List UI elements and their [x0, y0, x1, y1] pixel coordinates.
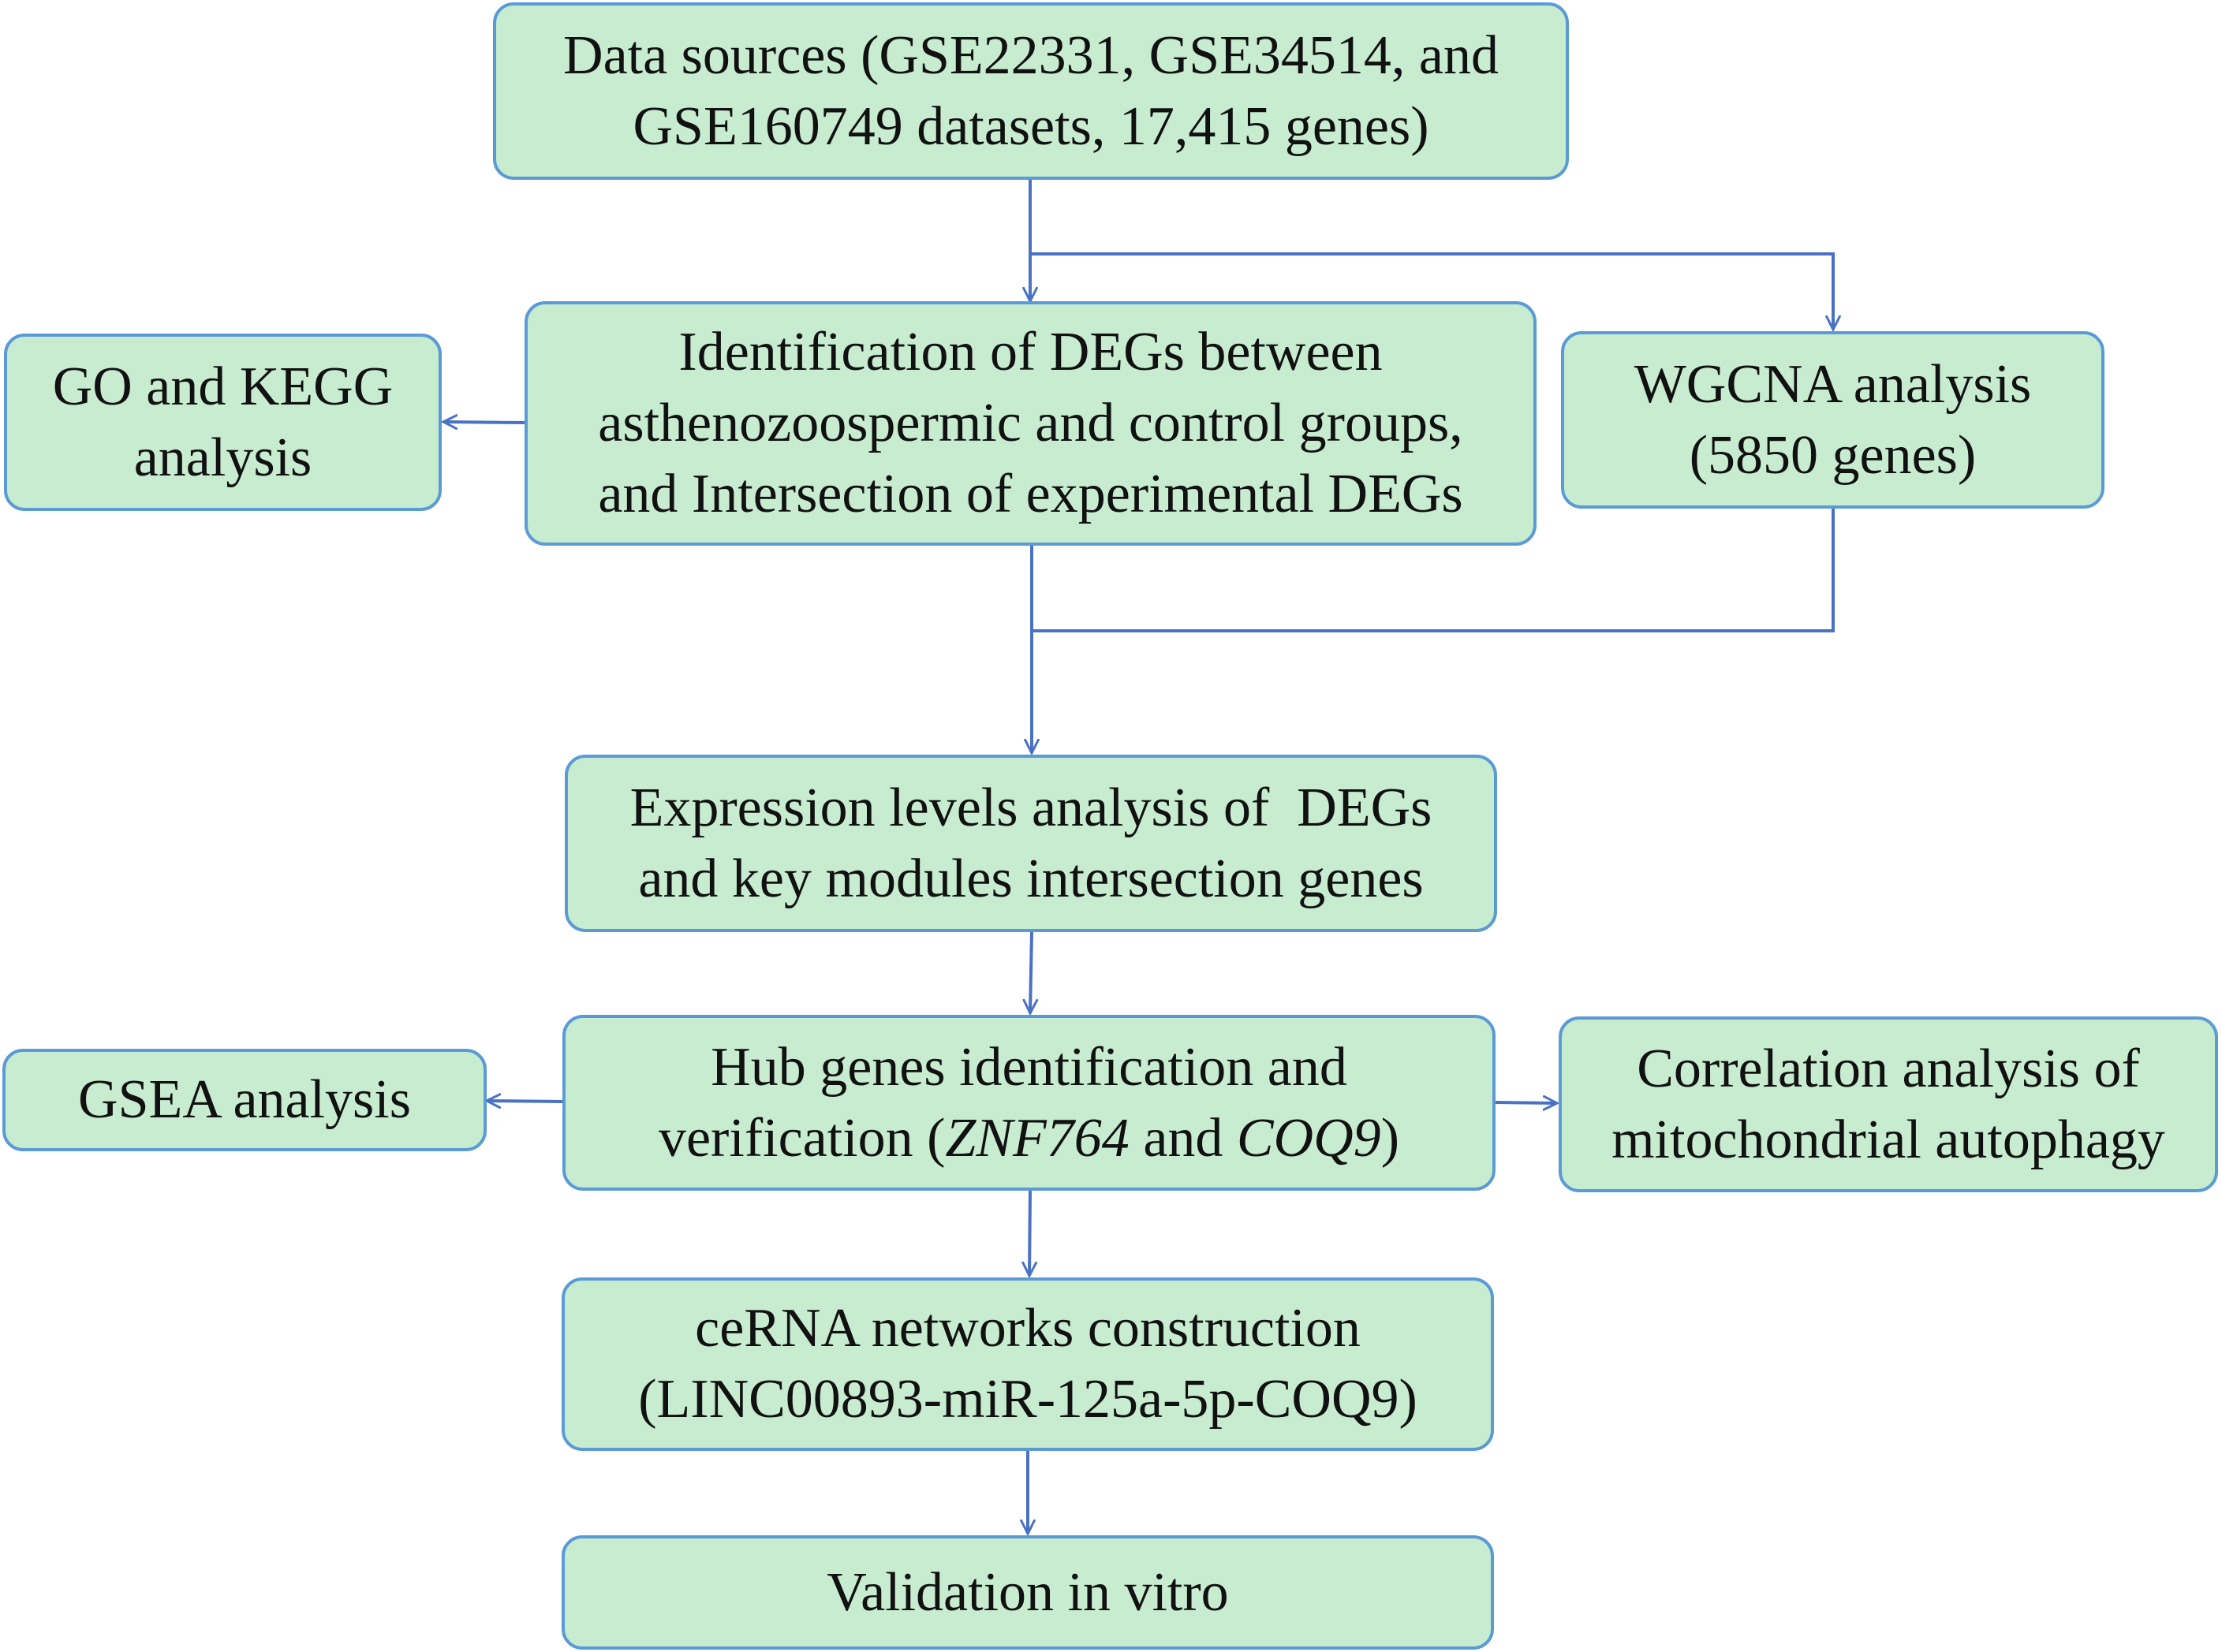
node-wgcna-line-2: (5850 genes) [1689, 424, 1977, 486]
node-cerna-network-line-1: ceRNA networks construction [695, 1298, 1361, 1359]
node-hub-genes-line-2: verification (ZNF764 and COQ9) [659, 1103, 1399, 1174]
hub-line-2-mid: and [1129, 1107, 1237, 1169]
node-deg-identification-line-3: and Intersection of experimental DEGs [598, 464, 1463, 524]
node-go-kegg: GO and KEGG analysis [4, 334, 442, 511]
node-go-kegg-line-1: GO and KEGG [52, 356, 394, 417]
node-data-sources: Data sources (GSE22331, GSE34514, and GS… [493, 2, 1569, 180]
node-expression-levels-line-1: Expression levels analysis of DEGs [629, 777, 1432, 838]
node-deg-identification: Identification of DEGs between asthenozo… [525, 301, 1537, 546]
node-hub-genes-line-1: Hub genes identification and [711, 1036, 1347, 1098]
node-deg-identification-line-2: asthenozoospermic and control groups, [598, 393, 1463, 453]
node-deg-identification-line-1: Identification of DEGs between [678, 322, 1383, 382]
node-correlation-analysis: Correlation analysis of mitochondrial au… [1559, 1016, 2218, 1192]
node-data-sources-line-2: GSE160749 datasets, 17,415 genes) [633, 95, 1429, 157]
node-validation-line-1: Validation in vitro [827, 1561, 1229, 1623]
arrow-hub-to-gsea [487, 1101, 565, 1102]
connector-wgcna-merge [1032, 507, 1835, 632]
gene-coq9: COQ9 [1236, 1107, 1381, 1169]
node-cerna-network-line-2: (LINC00893-miR-125a-5p-COQ9) [638, 1369, 1417, 1430]
arrow-hub-to-cerna [1029, 1190, 1030, 1276]
node-gsea: GSEA analysis [2, 1049, 487, 1151]
node-validation: Validation in vitro [562, 1535, 1494, 1650]
node-expression-levels-line-2: and key modules intersection genes [638, 848, 1424, 909]
node-hub-genes: Hub genes identification and verificatio… [562, 1015, 1496, 1191]
arrow-hub-to-correlation [1494, 1102, 1557, 1103]
node-data-sources-line-1: Data sources (GSE22331, GSE34514, and [563, 24, 1499, 86]
node-cerna-network: ceRNA networks construction (LINC00893-m… [562, 1277, 1494, 1451]
node-gsea-line-1: GSEA analysis [78, 1069, 411, 1130]
arrow-sources-to-wgcna [1030, 252, 1833, 330]
arrow-expression-to-hub [1030, 931, 1032, 1013]
arrow-degs-to-go-kegg [443, 422, 527, 423]
node-wgcna: WGCNA analysis (5850 genes) [1561, 331, 2104, 509]
node-expression-levels: Expression levels analysis of DEGs and k… [565, 755, 1497, 932]
node-wgcna-line-1: WGCNA analysis [1634, 353, 2032, 415]
gene-znf764: ZNF764 [945, 1107, 1130, 1169]
hub-line-2-prefix: verification ( [658, 1107, 946, 1169]
hub-line-2-suffix: ) [1380, 1107, 1399, 1169]
node-go-kegg-line-2: analysis [133, 427, 312, 488]
node-correlation-analysis-line-1: Correlation analysis of [1637, 1038, 2140, 1099]
node-correlation-analysis-line-2: mitochondrial autophagy [1611, 1109, 2165, 1170]
